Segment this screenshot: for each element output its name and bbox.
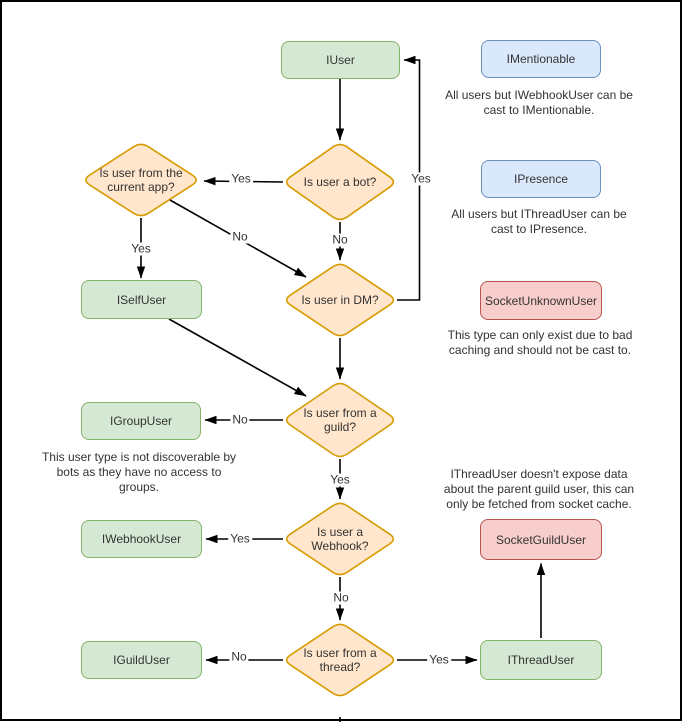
decision-is-user-from-guild-shape	[285, 382, 395, 458]
node-igroupuser: IGroupUser	[81, 402, 201, 440]
decision-is-user-a-bot-shape	[285, 143, 395, 221]
node-socketunknownuser: SocketUnknownUser	[480, 281, 602, 320]
edge-label-isbot-no: No	[330, 232, 350, 247]
node-iuser: IUser	[281, 41, 400, 79]
decision-is-user-in-dm-shape	[285, 263, 395, 337]
node-ithreaduser: IThreadUser	[480, 640, 602, 680]
edge-label-isthread-yes: Yes	[427, 652, 451, 667]
edge-label-isguild-no: No	[230, 412, 250, 427]
annotation-igroupuser: This user type is not discoverable by bo…	[41, 450, 237, 494]
node-socketguilduser: SocketGuildUser	[480, 519, 602, 560]
decision-is-user-from-current-app-shape	[85, 143, 197, 217]
node-iselfuser: ISelfUser	[81, 280, 202, 319]
annotation-ithreaduser: IThreadUser doesn't expose data about th…	[443, 467, 635, 511]
edge-label-currentapp-yes: Yes	[129, 241, 153, 256]
node-iwebhookuser: IWebhookUser	[81, 520, 202, 558]
edge-label-isbot-yes: Yes	[229, 171, 253, 186]
annotation-socketunknownuser: This type can only exist due to bad cach…	[447, 328, 633, 357]
decision-is-user-from-thread-shape	[285, 623, 395, 697]
annotation-ipresence: All users but IThreadUser can be cast to…	[451, 207, 627, 236]
arrow-iselfuser-to-isguild	[168, 318, 307, 397]
annotation-imentionable: All users but IWebhookUser can be cast t…	[445, 88, 633, 117]
edge-label-currentapp-no: No	[230, 229, 250, 244]
node-ipresence: IPresence	[481, 160, 601, 198]
edge-label-isthread-no: No	[229, 649, 249, 664]
node-imentionable: IMentionable	[481, 40, 601, 78]
decision-is-user-a-webhook-shape	[285, 502, 395, 576]
edge-label-isguild-yes: Yes	[328, 472, 352, 487]
node-iguilduser: IGuildUser	[81, 641, 202, 679]
edge-label-iswebhook-yes: Yes	[228, 531, 252, 546]
edge-label-iswebhook-no: No	[331, 590, 351, 605]
edge-label-isdm-yes: Yes	[409, 171, 433, 186]
